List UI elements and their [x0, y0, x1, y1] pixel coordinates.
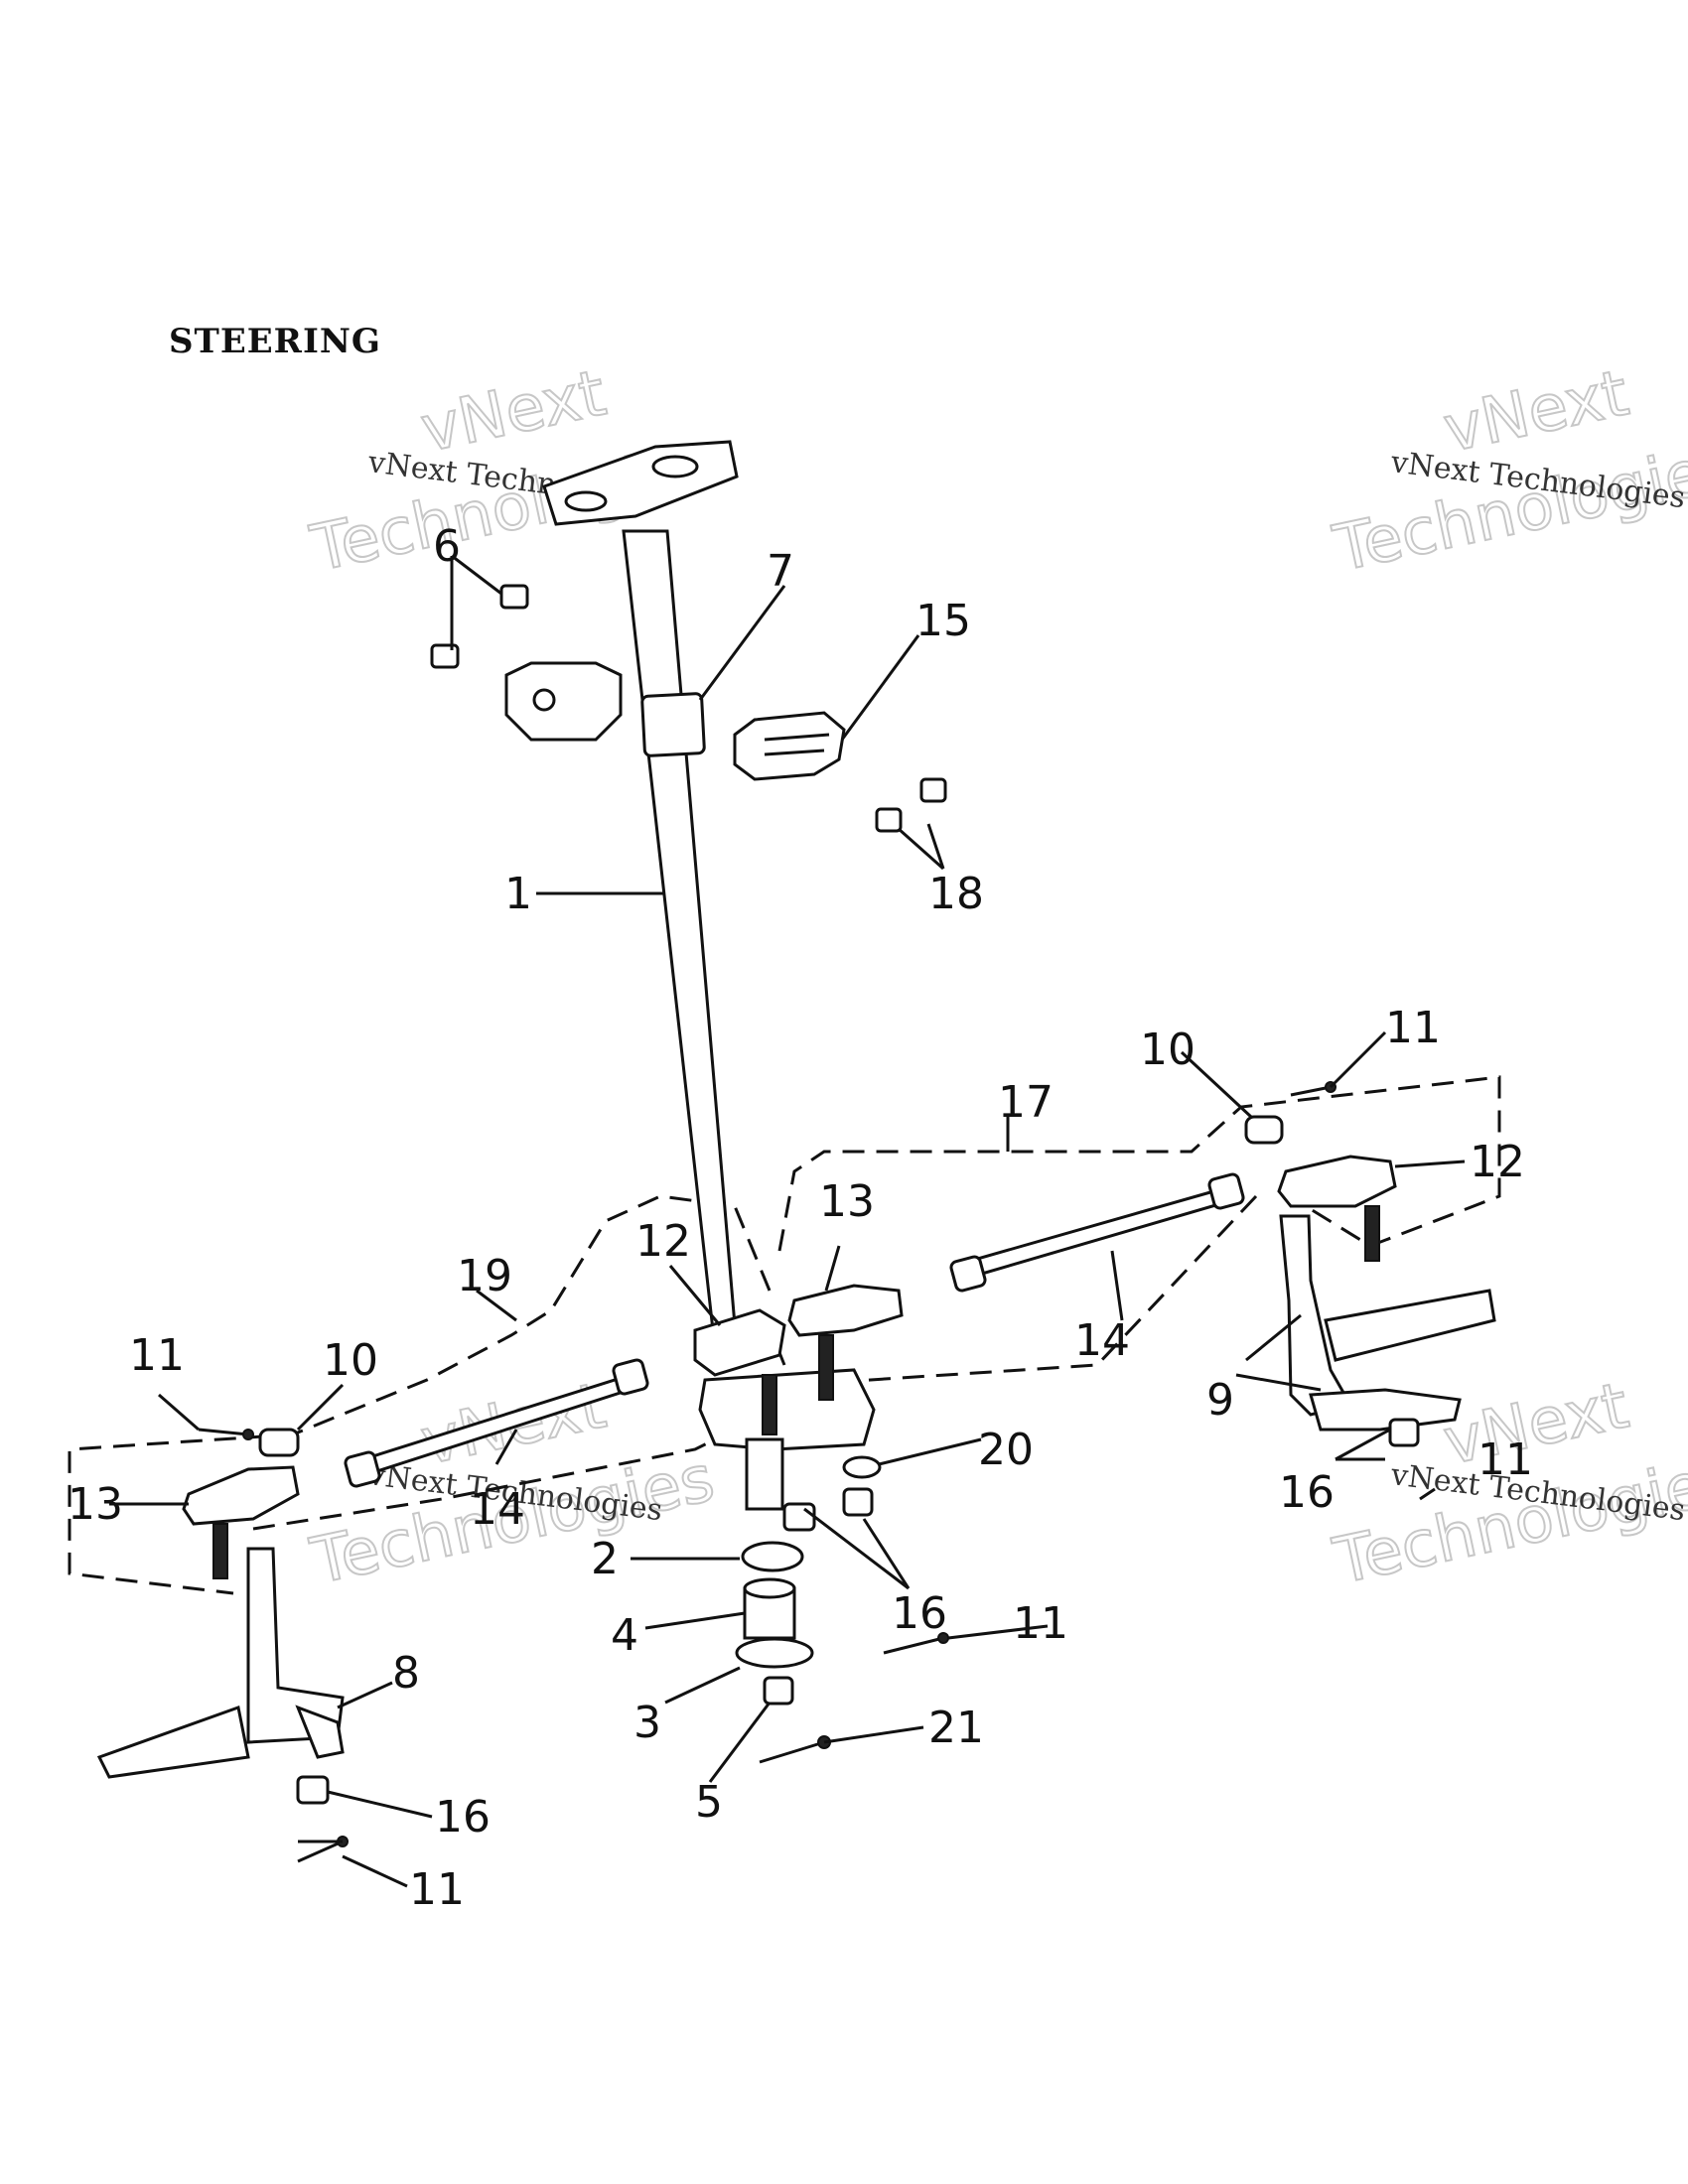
watermark-top-right: vNext Technologies vNext Technologies [1327, 355, 1688, 587]
handlebar-clamp-lower [504, 661, 623, 742]
callout-7: 7 [767, 546, 794, 597]
nut-5 [763, 1676, 794, 1706]
washer-20 [842, 1455, 882, 1479]
callout-15: 15 [915, 596, 971, 646]
callout-3: 3 [633, 1698, 661, 1748]
callout-20: 20 [978, 1425, 1034, 1475]
callout-11-right-top: 11 [1385, 1003, 1441, 1053]
nut-6a [499, 584, 529, 610]
callout-16-center: 16 [892, 1588, 947, 1639]
callout-11-left: 11 [129, 1330, 185, 1381]
callout-14-right: 14 [1074, 1315, 1130, 1366]
group-outline-19 [68, 1194, 772, 1595]
callout-16-left: 16 [435, 1792, 491, 1843]
nut-16-right [1388, 1418, 1420, 1447]
center-tie-rod-end-12 [693, 1308, 786, 1435]
callout-12-right: 12 [1470, 1137, 1525, 1187]
callout-13-left: 13 [68, 1479, 123, 1530]
steering-knuckle-left-8 [96, 1547, 345, 1779]
steering-shaft [542, 440, 876, 1511]
handlebar-clamp-upper [733, 711, 846, 781]
tie-rod-right [949, 1172, 1245, 1293]
callout-8: 8 [392, 1648, 420, 1699]
callout-17: 17 [998, 1077, 1054, 1128]
callout-2: 2 [591, 1534, 619, 1584]
slotted-nut-right-10 [1244, 1115, 1284, 1145]
callout-6: 6 [433, 521, 461, 572]
nut-18a [919, 777, 947, 803]
bushing-4 [743, 1577, 796, 1640]
nut-16-center-a [782, 1502, 816, 1532]
diagram-title: STEERING [169, 322, 381, 361]
center-tie-rod-end-13 [787, 1284, 904, 1401]
tie-rod-left [344, 1358, 649, 1488]
tie-rod-end-right-12 [1277, 1155, 1397, 1262]
nut-6b [430, 643, 460, 669]
nut-18b [875, 807, 903, 833]
callout-5: 5 [695, 1777, 723, 1828]
nut-16-left [296, 1775, 330, 1805]
steering-knuckle-right-9 [1279, 1214, 1496, 1432]
tie-rod-end-left-13 [182, 1465, 300, 1579]
callout-16-right: 16 [1279, 1467, 1335, 1518]
callout-11-right-bottom: 11 [1477, 1434, 1533, 1485]
callout-21: 21 [928, 1703, 984, 1753]
callout-4: 4 [611, 1610, 638, 1661]
callout-14-left: 14 [470, 1484, 525, 1535]
washer-3 [735, 1637, 814, 1669]
cotter-pin-11-right-top [1290, 1081, 1336, 1097]
callout-11-bottom: 11 [409, 1864, 465, 1915]
cotter-pin-11-left [198, 1428, 254, 1440]
watermark-big-line1: vNext [415, 356, 612, 467]
callout-12-center: 12 [635, 1216, 691, 1267]
callout-19: 19 [457, 1251, 512, 1301]
callout-13-center: 13 [819, 1176, 875, 1227]
callout-11-center: 11 [1013, 1598, 1068, 1649]
callout-9: 9 [1206, 1375, 1234, 1426]
callout-10-right: 10 [1140, 1024, 1196, 1075]
callout-10-left: 10 [323, 1335, 378, 1386]
nut-16-center-b [842, 1487, 874, 1517]
callout-1: 1 [504, 869, 532, 919]
leader-lines [109, 554, 1466, 1888]
watermark-big-line1: vNext [1438, 1369, 1634, 1479]
callout-18: 18 [928, 869, 984, 919]
slotted-nut-left-10 [258, 1428, 300, 1457]
callouts: 1 2 3 4 5 6 7 8 9 10 10 11 11 11 11 11 1… [68, 521, 1533, 1915]
watermark-big-line1: vNext [1438, 356, 1634, 467]
washer-2 [741, 1541, 804, 1572]
cotter-pin-21 [759, 1735, 831, 1764]
